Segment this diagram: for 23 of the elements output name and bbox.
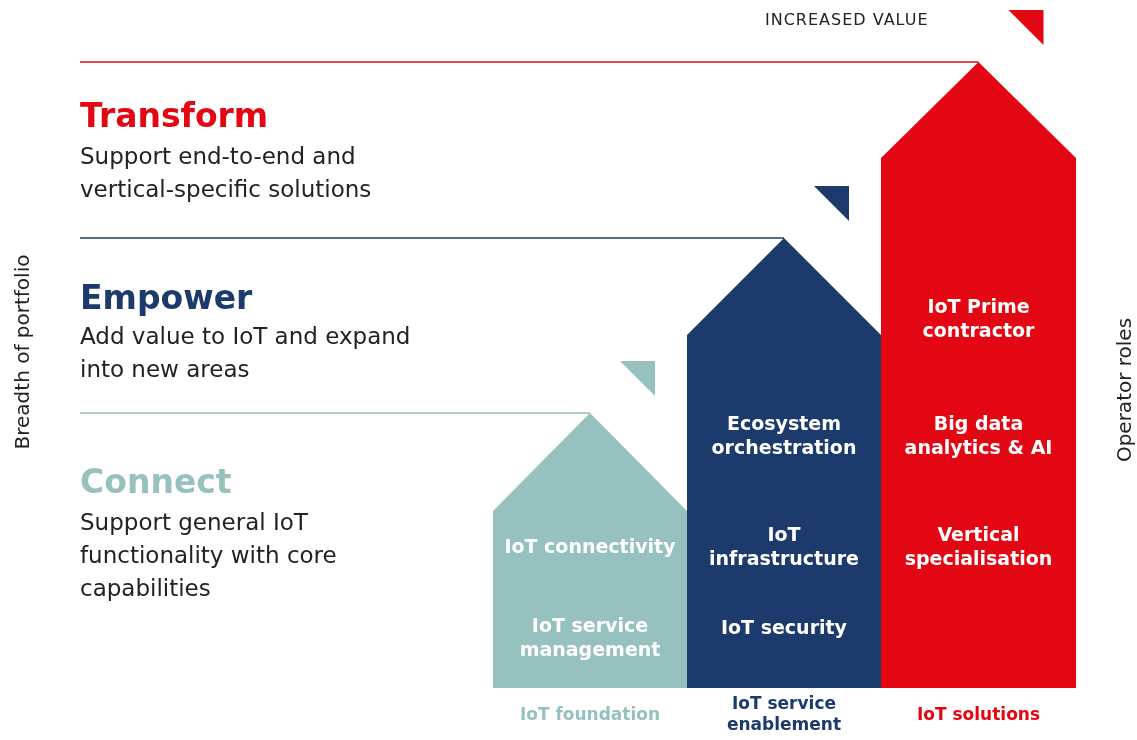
level-description: Add value to IoT and expand into new areas (80, 322, 412, 384)
column-label: IoT foundation (518, 702, 662, 726)
axis-label: Breadth of portfolio (10, 254, 34, 450)
role-text: IoT infrastructure (708, 522, 860, 570)
level-heading: Transform (80, 96, 269, 135)
level-heading: Empower (80, 278, 253, 317)
role-text: Ecosystem orchestration (710, 411, 858, 459)
role-text: IoT service management (518, 613, 662, 661)
axis-label: INCREASED VALUE (765, 10, 929, 29)
level-description: Support general IoT functionality with core capabilities (80, 508, 338, 603)
column-label: IoT solutions (915, 702, 1042, 726)
role-text: IoT connectivity (503, 534, 677, 558)
role-text: Big data analytics & AI (903, 411, 1054, 459)
house-shape (687, 238, 881, 688)
role-text: Vertical specialisation (903, 522, 1054, 570)
column-label: IoT service enablement (725, 692, 843, 736)
house-shape (881, 62, 1076, 688)
role-text: IoT security (719, 615, 848, 639)
house-shape (493, 413, 687, 688)
role-text: IoT Prime contractor (921, 294, 1036, 342)
axis-label: Operator roles (1112, 317, 1136, 463)
level-description: Support end-to-end and vertical-specific solutions (80, 142, 373, 204)
level-heading: Connect (80, 462, 232, 501)
